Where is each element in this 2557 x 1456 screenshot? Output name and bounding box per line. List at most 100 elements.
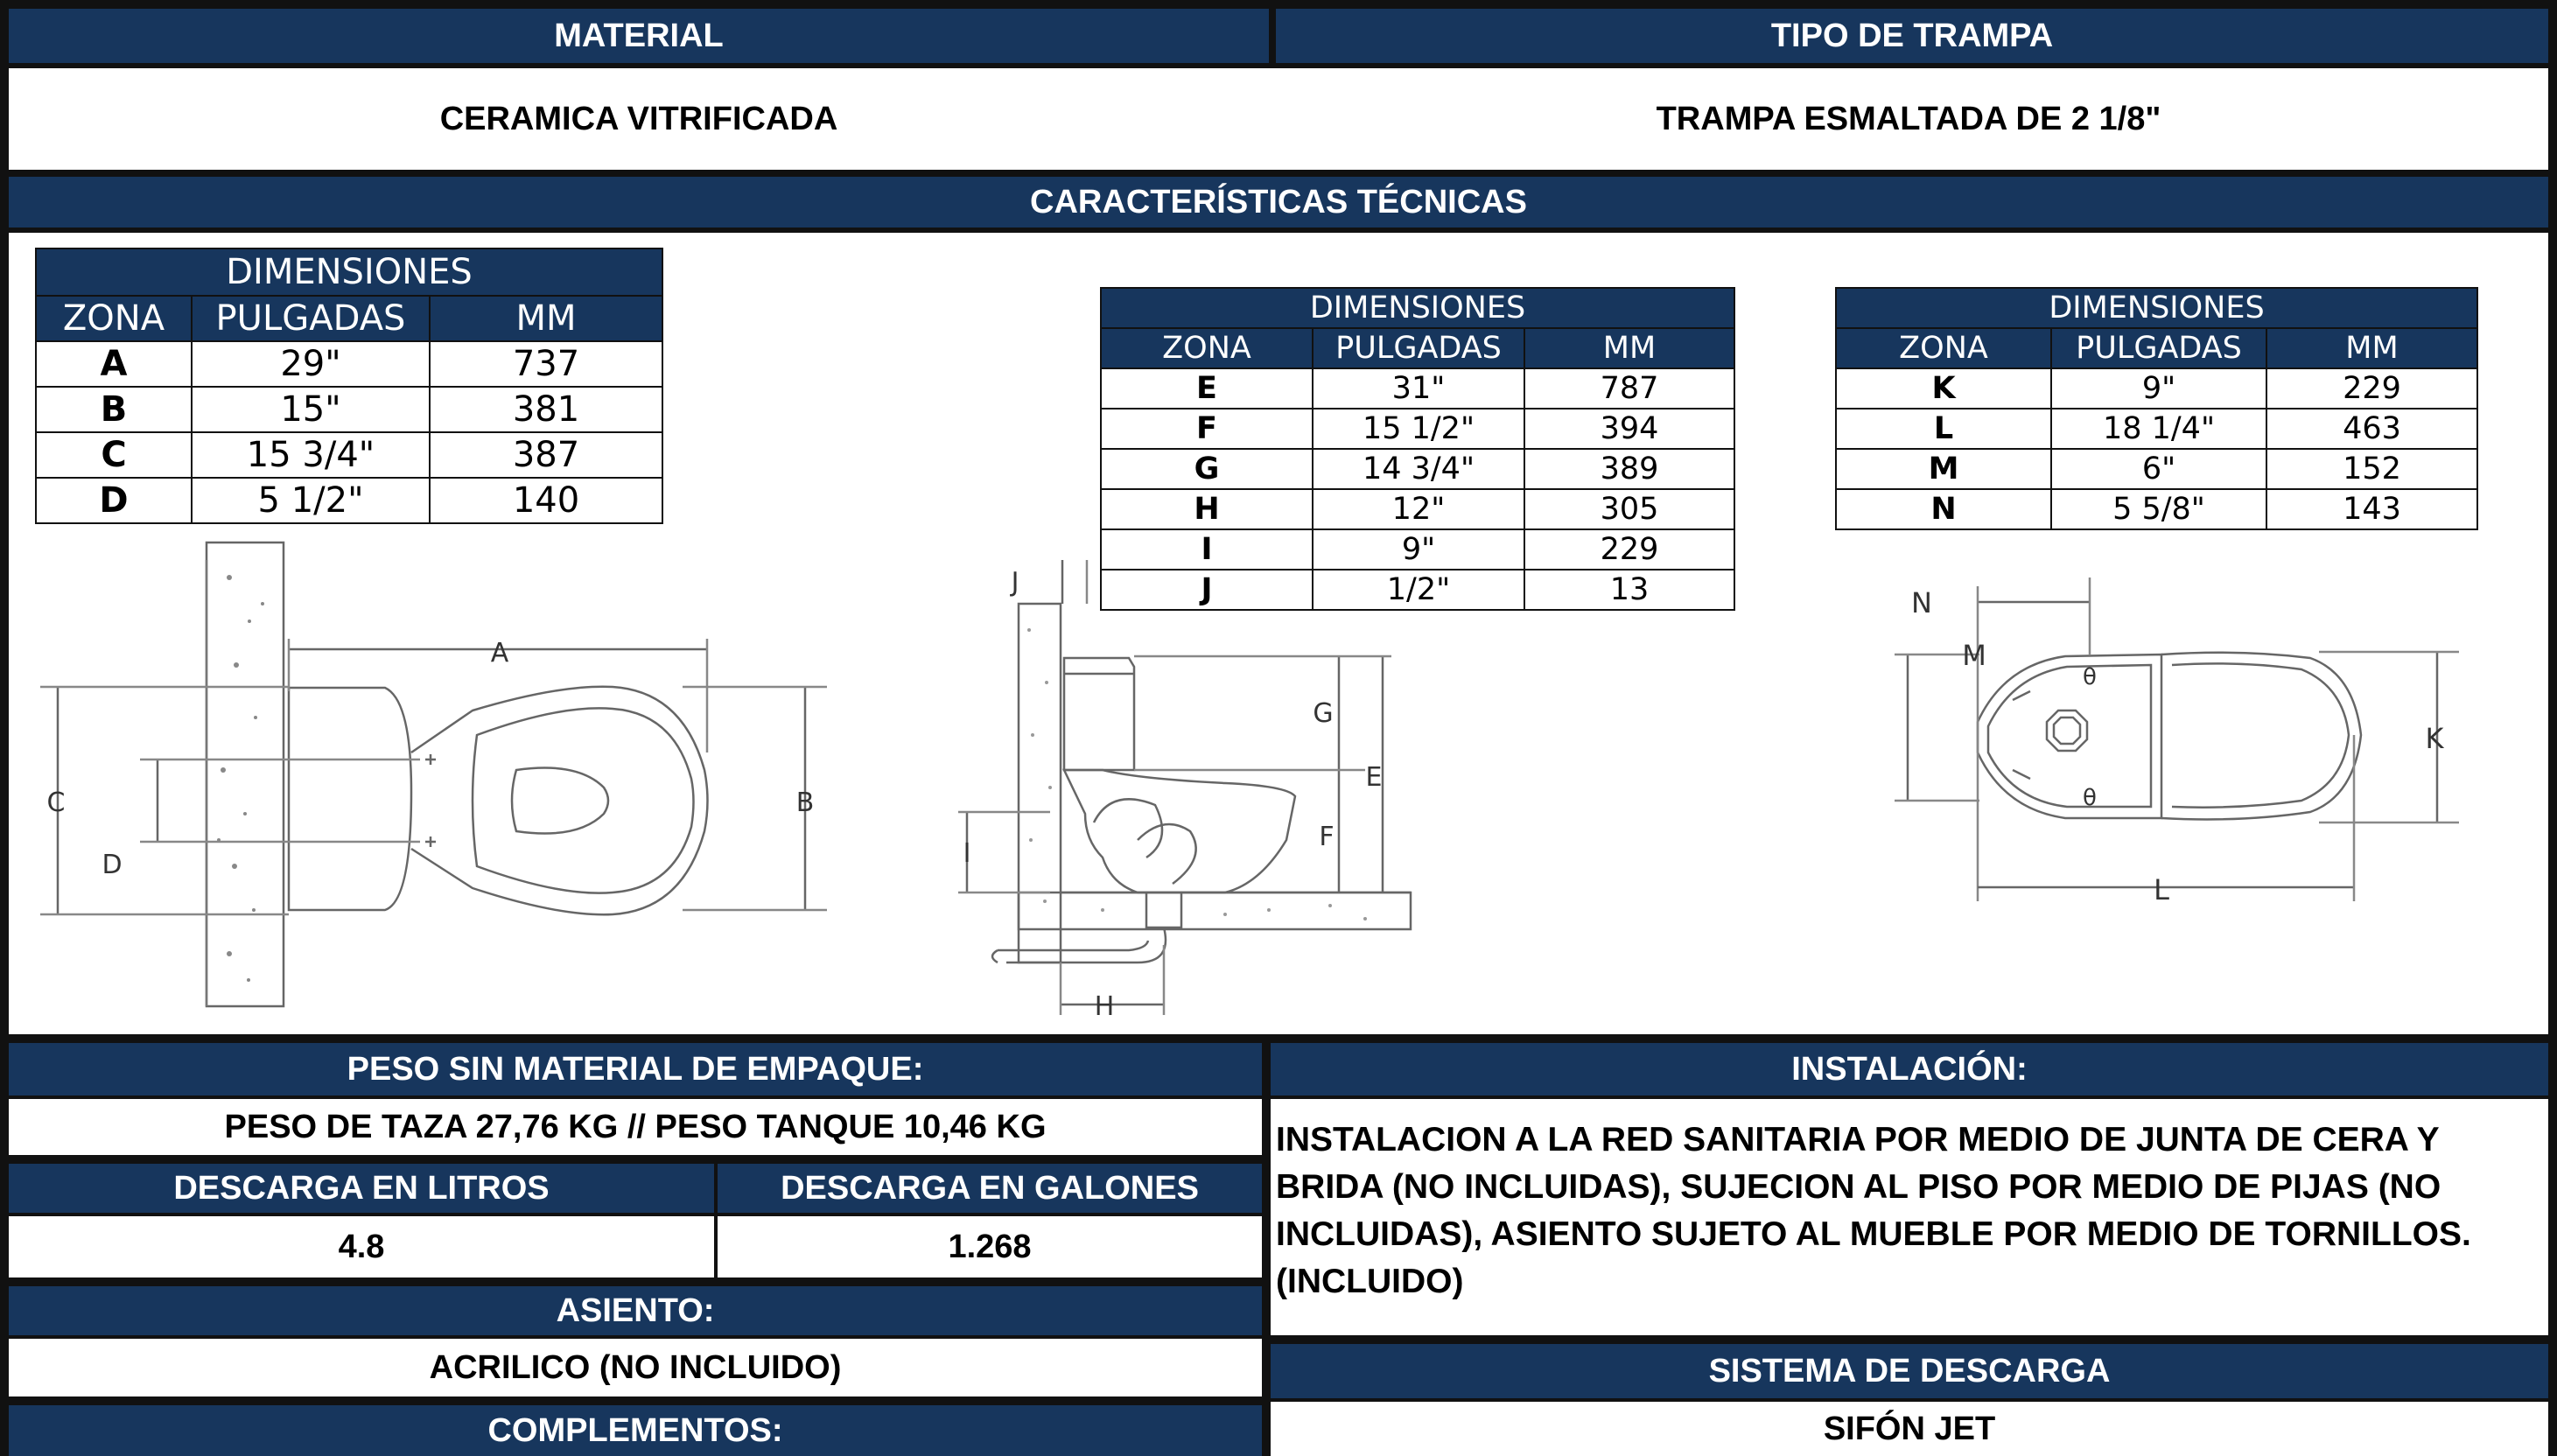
col-zona: ZONA xyxy=(1835,327,2052,369)
asiento-value: ACRILICO (NO INCLUIDO) xyxy=(9,1339,1262,1396)
peso-header: PESO SIN MATERIAL DE EMPAQUE: xyxy=(9,1043,1262,1096)
material-value: CERAMICA VITRIFICADA xyxy=(9,68,1269,170)
zona-cell: M xyxy=(1835,448,2052,490)
zona-cell: A xyxy=(35,340,193,388)
zona-cell: L xyxy=(1835,408,2052,450)
rule xyxy=(9,1396,1262,1405)
pulgadas-cell: 9" xyxy=(1312,528,1525,570)
rule xyxy=(9,1335,1262,1339)
sistema-header: SISTEMA DE DESCARGA xyxy=(1271,1344,2548,1398)
zona-cell: E xyxy=(1100,368,1314,410)
label-a: A xyxy=(491,638,509,668)
label-h: H xyxy=(1095,991,1115,1022)
frame-right xyxy=(2548,0,2557,1456)
instalacion-line: (INCLUIDO) xyxy=(1276,1263,1464,1300)
zona-cell: I xyxy=(1100,528,1314,570)
complementos-header: COMPLEMENTOS: xyxy=(9,1405,1262,1456)
pulgadas-cell: 12" xyxy=(1312,488,1525,530)
label-k: K xyxy=(2426,722,2445,755)
rule xyxy=(9,1034,2548,1043)
instalacion-line: INSTALACION A LA RED SANITARIA POR MEDIO… xyxy=(1276,1121,2440,1158)
rule xyxy=(9,1155,1262,1164)
mm-cell: 305 xyxy=(1524,488,1735,530)
rule xyxy=(9,1278,1262,1286)
frame-top xyxy=(0,0,2557,9)
pulgadas-cell: 9" xyxy=(2050,368,2267,410)
zona-cell: B xyxy=(35,386,193,433)
rule xyxy=(1271,1335,2548,1344)
tank-view-drawing xyxy=(1895,578,2459,901)
asiento-header: ASIENTO: xyxy=(9,1286,1262,1335)
zona-cell: D xyxy=(35,477,193,524)
header-divider xyxy=(1269,9,1276,63)
mm-cell: 229 xyxy=(1524,528,1735,570)
label-theta: θ xyxy=(2083,785,2097,811)
table-title: DIMENSIONES xyxy=(35,248,663,297)
top-view-drawing xyxy=(40,541,827,1008)
material-header: MATERIAL xyxy=(9,9,1269,63)
pulgadas-cell: 6" xyxy=(2050,448,2267,490)
label-m: M xyxy=(1962,639,1986,672)
rule xyxy=(9,228,2548,233)
sistema-value: SIFÓN JET xyxy=(1271,1402,2548,1456)
zona-cell: K xyxy=(1835,368,2052,410)
rule xyxy=(9,1096,1262,1099)
mm-cell: 787 xyxy=(1524,368,1735,410)
descarga-galones-header: DESCARGA EN GALONES xyxy=(718,1164,1262,1213)
table-title: DIMENSIONES xyxy=(1835,287,2478,329)
col-pulgadas: PULGADAS xyxy=(2050,327,2267,369)
pulgadas-cell: 31" xyxy=(1312,368,1525,410)
descarga-galones-value: 1.268 xyxy=(718,1216,1262,1278)
pulgadas-cell: 5 1/2" xyxy=(191,477,431,524)
pulgadas-cell: 15" xyxy=(191,386,431,433)
mm-cell: 152 xyxy=(2266,448,2478,490)
frame-left xyxy=(0,0,9,1456)
col-zona: ZONA xyxy=(35,295,193,342)
pulgadas-cell: 5 5/8" xyxy=(2050,488,2267,530)
col-mm: MM xyxy=(429,295,663,342)
mm-cell: 737 xyxy=(429,340,663,388)
column-divider xyxy=(1262,1034,1271,1456)
pulgadas-cell: 15 3/4" xyxy=(191,431,431,479)
col-mm: MM xyxy=(2266,327,2478,369)
label-f: F xyxy=(1319,822,1334,852)
mm-cell: 140 xyxy=(429,477,663,524)
divider xyxy=(714,1164,718,1278)
col-mm: MM xyxy=(1524,327,1735,369)
label-i: I xyxy=(963,838,971,869)
rule xyxy=(9,170,2548,177)
descarga-litros-header: DESCARGA EN LITROS xyxy=(9,1164,714,1213)
pulgadas-cell: 14 3/4" xyxy=(1312,448,1525,490)
label-d: D xyxy=(102,850,122,880)
mm-cell: 389 xyxy=(1524,448,1735,490)
trampa-header: TIPO DE TRAMPA xyxy=(1276,9,2548,63)
rule xyxy=(1271,1096,2548,1099)
col-pulgadas: PULGADAS xyxy=(191,295,431,342)
label-e: E xyxy=(1366,762,1383,793)
zona-cell: G xyxy=(1100,448,1314,490)
label-theta: θ xyxy=(2083,664,2097,690)
label-n: N xyxy=(1911,586,1932,620)
table-title: DIMENSIONES xyxy=(1100,287,1735,329)
zona-cell: J xyxy=(1100,569,1314,611)
mm-cell: 13 xyxy=(1524,569,1735,611)
instalacion-body: INSTALACION A LA RED SANITARIA POR MEDIO… xyxy=(1271,1099,2548,1335)
rule xyxy=(9,1213,1262,1216)
zona-cell: F xyxy=(1100,408,1314,450)
label-l: L xyxy=(2154,873,2169,906)
pulgadas-cell: 15 1/2" xyxy=(1312,408,1525,450)
zona-cell: N xyxy=(1835,488,2052,530)
rule xyxy=(9,63,2548,68)
mm-cell: 387 xyxy=(429,431,663,479)
peso-value: PESO DE TAZA 27,76 KG // PESO TANQUE 10,… xyxy=(9,1099,1262,1155)
zona-cell: H xyxy=(1100,488,1314,530)
zona-cell: C xyxy=(35,431,193,479)
col-zona: ZONA xyxy=(1100,327,1314,369)
descarga-litros-value: 4.8 xyxy=(9,1216,714,1278)
side-view-drawing xyxy=(958,560,1412,1015)
